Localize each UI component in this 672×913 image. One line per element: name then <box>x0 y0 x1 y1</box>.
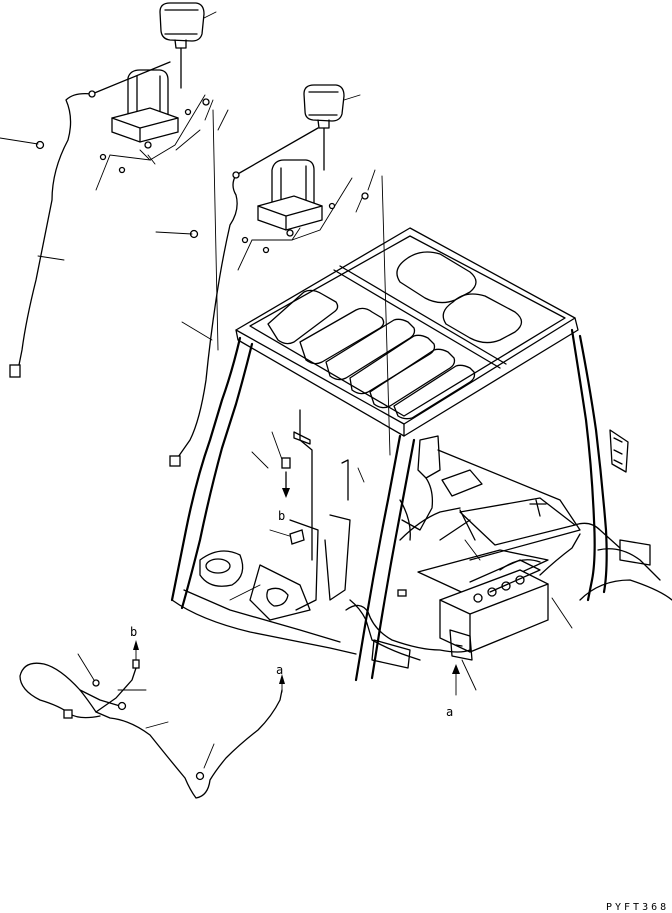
work-lamp-left <box>159 2 217 89</box>
ref-label-b-cab: b <box>278 509 285 523</box>
ref-label-b-lower: b <box>130 625 137 639</box>
battery <box>439 559 549 653</box>
cab-pillars <box>170 328 629 682</box>
ref-label-a-lower: a <box>276 663 283 677</box>
wire-harness-lower <box>19 640 285 799</box>
wire-harness-left <box>0 61 171 378</box>
cab-wiring <box>345 499 581 661</box>
lamp-bracket-right <box>237 159 391 456</box>
wire-harness-center <box>155 127 319 467</box>
lamp-bracket-left <box>95 69 229 351</box>
drawing-code: PYFT368 <box>606 902 669 913</box>
leader-lines-cab <box>229 409 573 696</box>
cab-roof <box>235 227 579 437</box>
ref-label-a-connector: a <box>446 705 453 719</box>
work-lamp-right <box>303 84 361 171</box>
cab-floor-and-console <box>171 409 421 669</box>
seat-and-rear <box>399 435 672 601</box>
